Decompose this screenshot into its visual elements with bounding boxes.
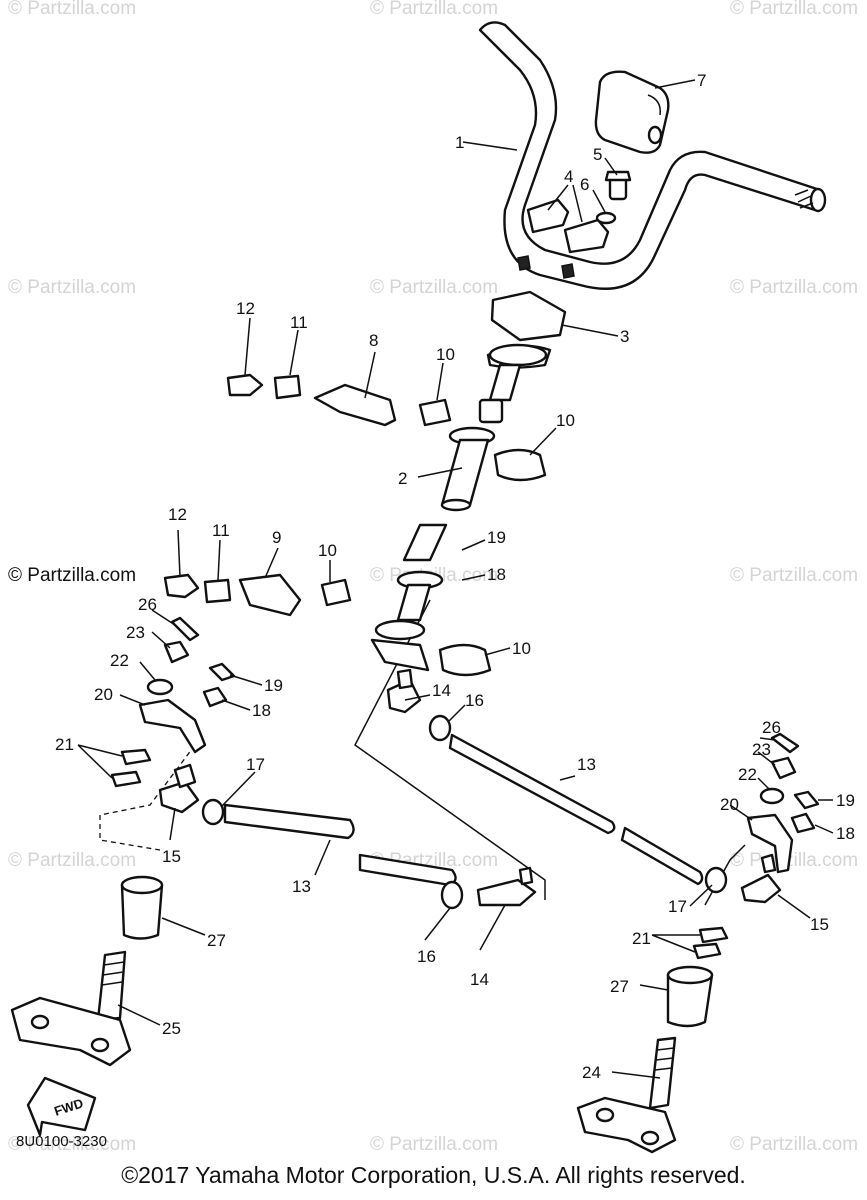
callout-26-left: 26 [138,595,157,614]
callout-labels: 1 7 5 4 6 3 12 11 8 10 10 2 12 11 9 10 1… [55,71,855,1082]
callout-10-b: 10 [556,411,575,430]
callout-8: 8 [369,331,378,350]
handlebar-crown [486,290,567,369]
callout-27-left: 27 [207,931,226,950]
callout-22-left: 22 [110,651,129,670]
callout-2: 2 [398,469,407,488]
watermark: © Partzilla.com [370,277,498,298]
callout-19-right: 19 [836,791,855,810]
callout-25: 25 [162,1019,181,1038]
callout-1: 1 [455,133,464,152]
callout-18-center: 18 [487,565,506,584]
watermark: © Partzilla.com [730,0,858,19]
steering-column [370,363,522,672]
watermark: © Partzilla.com [8,565,136,586]
callout-15-left: 15 [162,847,181,866]
callout-12-lower: 12 [168,505,187,524]
callout-13-right: 13 [577,755,596,774]
left-tie-rod [158,763,537,910]
callout-20-right: 20 [720,795,739,814]
watermark: © Partzilla.com [730,277,858,298]
handlebar [478,21,827,290]
callout-16-left: 16 [417,947,436,966]
leader-lines [77,79,834,1079]
handlebar-holders [526,170,632,254]
callout-3: 3 [620,327,629,346]
copyright-notice: ©2017 Yamaha Motor Corporation, U.S.A. A… [121,1162,746,1188]
callout-27-right: 27 [610,977,629,996]
callout-20-left: 20 [94,685,113,704]
callout-17-left: 17 [246,755,265,774]
upper-bracket [226,373,397,427]
callout-16-center: 16 [465,691,484,710]
callout-21-right: 21 [632,929,651,948]
watermark: © Partzilla.com [8,0,136,19]
callout-19-left: 19 [264,676,283,695]
callout-12-upper: 12 [236,299,255,318]
callout-7: 7 [697,71,706,90]
callout-23-right: 23 [752,740,771,759]
callout-18-left: 18 [252,701,271,720]
callout-11-upper: 11 [290,313,308,332]
knuckle-arms [10,950,677,1154]
callout-13-left: 13 [292,877,311,896]
left-linkage-parts [110,616,236,788]
callout-6: 6 [580,175,589,194]
callout-15-right: 15 [810,915,829,934]
callout-26-right: 26 [762,718,781,737]
handlebar-pad [594,70,670,154]
callout-10-c: 10 [318,541,337,560]
watermark: © Partzilla.com [730,565,858,586]
callout-10-d: 10 [512,639,531,658]
watermark: © Partzilla.com [8,1134,136,1155]
drawing-code: 8U0100-3230 [16,1133,107,1150]
callout-5: 5 [593,145,602,164]
callout-21-left: 21 [55,735,74,754]
watermarks: © Partzilla.com © Partzilla.com © Partzi… [8,0,858,1155]
callout-18-right: 18 [836,824,855,843]
lower-bracket [163,573,302,617]
watermark: © Partzilla.com [8,850,136,871]
callout-14-center: 14 [432,681,451,700]
callout-22-right: 22 [738,765,757,784]
callout-11-lower: 11 [212,521,230,540]
watermark: © Partzilla.com [370,0,498,19]
watermark: © Partzilla.com [730,850,858,871]
steering-bushings [120,875,714,1028]
callout-23-left: 23 [126,623,145,642]
callout-24: 24 [582,1063,601,1082]
fwd-arrow: FWD [26,1076,97,1137]
callout-14-left: 14 [470,970,489,989]
callout-9: 9 [272,528,281,547]
right-tie-rod [386,668,782,904]
bushings [320,398,547,677]
watermark: © Partzilla.com [370,1134,498,1155]
callout-10-a: 10 [436,345,455,364]
callout-19-center: 19 [487,528,506,547]
watermark: © Partzilla.com [8,277,136,298]
watermark: © Partzilla.com [730,1134,858,1155]
callout-4: 4 [564,167,573,186]
right-linkage-parts [692,732,820,960]
callout-17-right: 17 [668,897,687,916]
